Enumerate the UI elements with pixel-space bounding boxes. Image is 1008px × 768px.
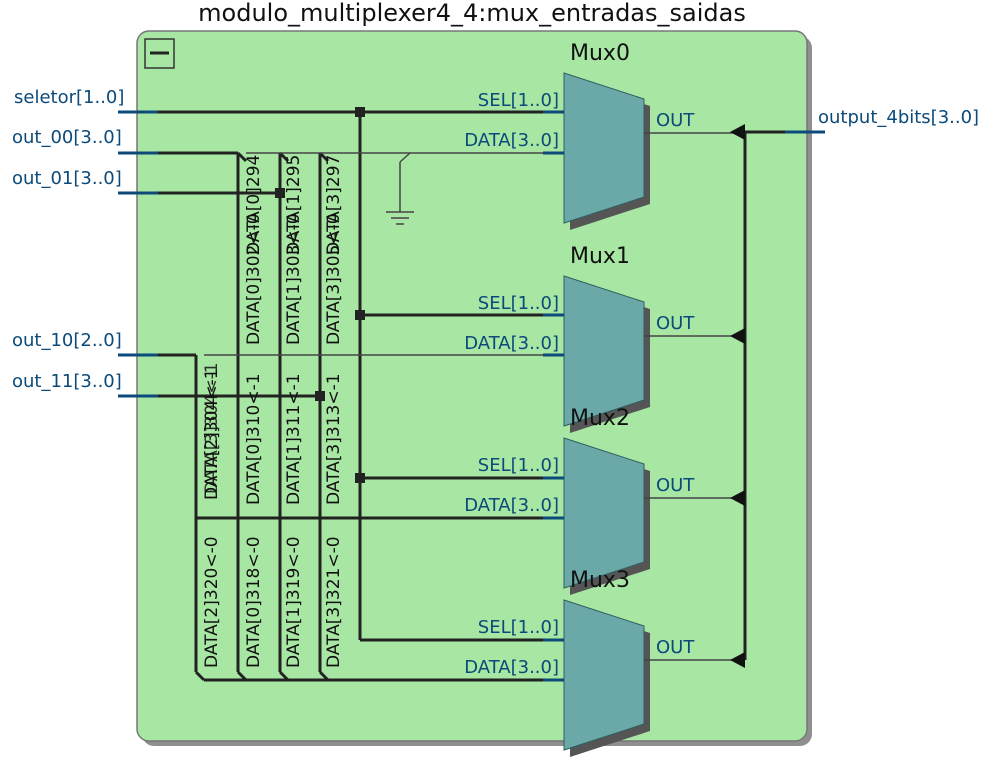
junction-dot [315, 391, 325, 401]
bus-label: DATA[3]297 [324, 155, 344, 255]
mux2[interactable]: Mux2 SEL[1..0] DATA[3..0] OUT [464, 406, 695, 595]
bus-label: DATA[3]321<-0 [324, 536, 344, 668]
port-out00-label: out_00[3..0] [12, 127, 122, 148]
bus-label: DATA[0]310<-1 [244, 373, 264, 505]
mux-out-pin: OUT [656, 110, 695, 131]
junction-dot [355, 107, 365, 117]
mux-sel-pin: SEL[1..0] [478, 455, 559, 476]
junction-dot [355, 473, 365, 483]
bus-label: DATA[0]302<-0 [244, 213, 264, 345]
port-out10-label: out_10[2..0] [12, 330, 122, 351]
port-output-label: output_4bits[3..0] [818, 107, 979, 128]
mux3[interactable]: Mux3 SEL[1..0] DATA[3..0] OUT [464, 568, 695, 757]
collapse-button[interactable] [144, 38, 175, 69]
bus-label: DATA[1]311<-1 [284, 373, 304, 505]
mux-sel-pin: SEL[1..0] [478, 293, 559, 314]
bus-label: DATA[2]320<-0 [202, 536, 222, 668]
arrow-left-icon [730, 328, 745, 344]
bus-label: DATA[2]304<-1 [202, 368, 222, 500]
bus-label: DATA[3]304<-1 [202, 362, 222, 494]
mux-name: Mux3 [570, 568, 630, 593]
arrow-left-icon [730, 124, 745, 140]
mux-data-pin: DATA[3..0] [464, 130, 559, 151]
ground-icon [386, 152, 414, 225]
mux-name: Mux1 [570, 244, 630, 269]
port-seletor-label: seletor[1..0] [14, 87, 124, 108]
mux-pin-stubs [543, 110, 564, 682]
junction-dot [355, 310, 365, 320]
mux-name: Mux0 [570, 41, 630, 66]
diagram-title: modulo_multiplexer4_4:mux_entradas_saida… [198, 0, 746, 27]
mux-data-pin: DATA[3..0] [464, 333, 559, 354]
arrow-left-icon [730, 652, 745, 668]
bus-label: DATA[0]318<-0 [244, 536, 264, 668]
mux-name: Mux2 [570, 406, 630, 431]
bus-label: DATA[1]319<-0 [284, 536, 304, 668]
mux-out-pin: OUT [656, 313, 695, 334]
bus-entry-ticks [194, 151, 330, 682]
bus-label: DATA[3]305<-0 [324, 213, 344, 345]
arrow-left-icon [730, 490, 745, 506]
port-out01-label: out_01[3..0] [12, 168, 122, 189]
mux-out-pin: OUT [656, 637, 695, 658]
port-out11-label: out_11[3..0] [12, 371, 122, 392]
mux-sel-pin: SEL[1..0] [478, 617, 559, 638]
bus-label: DATA[3]313<-1 [324, 373, 344, 505]
bus-label: DATA[1]303<-0 [284, 213, 304, 345]
mux-out-pin: OUT [656, 475, 695, 496]
mux-sel-pin: SEL[1..0] [478, 90, 559, 111]
bus-label: DATA[0]294 [244, 155, 264, 255]
mux-data-pin: DATA[3..0] [464, 495, 559, 516]
bus-label: DATA[1]295 [284, 155, 304, 255]
mux-data-pin: DATA[3..0] [464, 657, 559, 678]
mux0[interactable]: Mux0 SEL[1..0] DATA[3..0] OUT [464, 41, 695, 230]
mux1[interactable]: Mux1 SEL[1..0] DATA[3..0] OUT [464, 244, 695, 433]
